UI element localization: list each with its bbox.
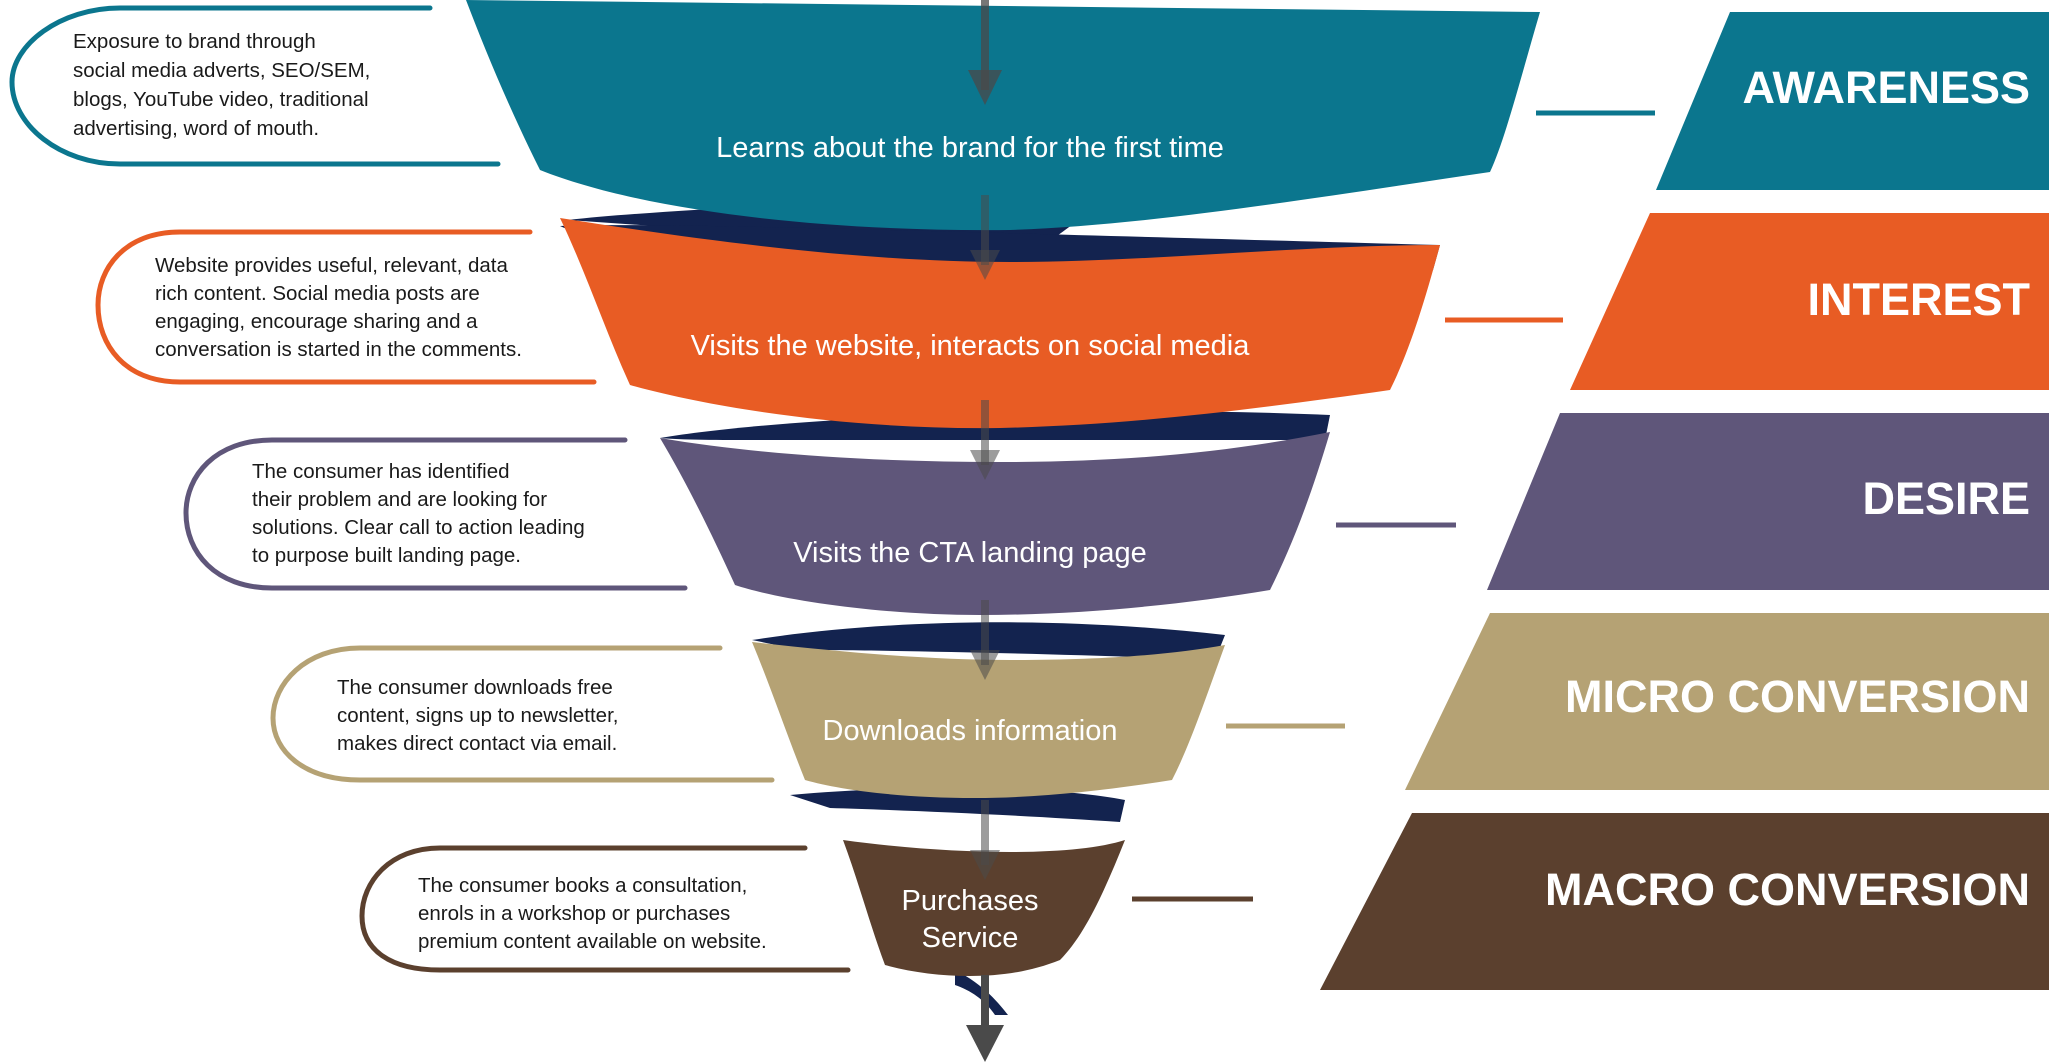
stage-label-banner <box>1320 813 2049 990</box>
description-text: Website provides useful, relevant, data <box>155 254 508 277</box>
stage-label-banner <box>1656 12 2049 190</box>
description-bubble-outline <box>359 845 851 973</box>
funnel-band-text: Visits the CTA landing page <box>793 537 1147 569</box>
stage-label-interest: INTEREST <box>1445 213 2049 390</box>
arrow-head <box>966 1025 1004 1062</box>
funnel-band-text: Learns about the brand for the first tim… <box>716 132 1224 164</box>
funnel-band-micro: Downloads information <box>752 642 1225 798</box>
arrow-shaft <box>981 400 989 465</box>
description-text: makes direct contact via email. <box>337 732 617 755</box>
arrow-shaft <box>981 975 989 1035</box>
arrow-shaft <box>981 0 989 90</box>
arrow-head <box>970 650 1000 680</box>
stage-label-macro: MACRO CONVERSION <box>1132 813 2049 990</box>
description-text: Exposure to brand through <box>73 30 316 53</box>
description-bubble-awareness: Exposure to brand through social media ad… <box>9 5 501 167</box>
funnel-band-interest: Visits the website, interacts on social … <box>560 218 1440 429</box>
description-bubble-desire: The consumer has identified their problem… <box>183 437 688 591</box>
description-bubble-micro: The consumer downloads free content, sign… <box>270 645 775 783</box>
funnel-band-shape <box>843 840 1125 976</box>
stage-label-banner <box>1487 413 2049 590</box>
description-bubble-interest: Website provides useful, relevant, data r… <box>95 229 597 385</box>
description-text: The consumer has identified <box>252 460 510 483</box>
description-text: advertising, word of mouth. <box>73 117 319 140</box>
description-text: premium content available on website. <box>418 930 767 953</box>
stage-label-text: MACRO CONVERSION <box>1545 864 2030 915</box>
funnel-band-awareness: Learns about the brand for the first tim… <box>466 0 1540 231</box>
arrow-shaft <box>981 800 989 865</box>
description-text: social media adverts, SEO/SEM, <box>73 59 370 82</box>
arrow-head <box>968 70 1002 105</box>
stage-label-awareness: AWARENESS <box>1536 12 2049 190</box>
stage-label-text: INTEREST <box>1807 274 2030 325</box>
stage-label-banner <box>1405 613 2049 790</box>
arrow-head <box>970 450 1000 480</box>
description-bubble-outline <box>270 645 775 783</box>
arrow-head <box>970 850 1000 880</box>
stage-label-text: DESIRE <box>1862 473 2030 524</box>
description-bubble-outline <box>183 437 688 591</box>
stage-label-text: AWARENESS <box>1742 62 2030 113</box>
arrow-head <box>970 250 1000 280</box>
description-text: The consumer downloads free <box>337 676 613 699</box>
description-text: rich content. Social media posts are <box>155 282 480 305</box>
description-text: enrols in a workshop or purchases <box>418 902 730 925</box>
description-bubble-outline <box>95 229 597 385</box>
stage-label-micro: MICRO CONVERSION <box>1226 613 2049 790</box>
description-text: engaging, encourage sharing and a <box>155 310 478 333</box>
funnel-band-shape <box>660 432 1330 615</box>
description-text: The consumer books a consultation, <box>418 874 747 897</box>
funnel-band-text: Service <box>922 922 1019 954</box>
description-text: content, signs up to newsletter, <box>337 704 618 727</box>
description-text: conversation is started in the comments. <box>155 338 522 361</box>
funnel-band-shape <box>466 0 1540 231</box>
arrow-shaft <box>981 195 989 265</box>
description-bubble-outline <box>9 5 501 167</box>
description-text: blogs, YouTube video, traditional <box>73 88 369 111</box>
funnel-band-desire: Visits the CTA landing page <box>660 432 1330 615</box>
description-text: their problem and are looking for <box>252 488 547 511</box>
stage-label-text: MICRO CONVERSION <box>1565 671 2030 722</box>
stage-label-banner <box>1570 213 2049 390</box>
funnel-band-text: Downloads information <box>823 715 1118 747</box>
flow-arrow <box>966 0 1004 1062</box>
funnel-band-text: Purchases <box>901 885 1038 917</box>
funnel-band-shape <box>752 642 1225 798</box>
arrow-shaft <box>981 600 989 665</box>
funnel-band-shape <box>560 218 1440 429</box>
stage-label-desire: DESIRE <box>1336 413 2049 590</box>
description-text: to purpose built landing page. <box>252 544 521 567</box>
funnel-band-text: Visits the website, interacts on social … <box>691 330 1251 362</box>
description-bubble-macro: The consumer books a consultation, enrols… <box>359 845 851 973</box>
description-text: solutions. Clear call to action leading <box>252 516 585 539</box>
